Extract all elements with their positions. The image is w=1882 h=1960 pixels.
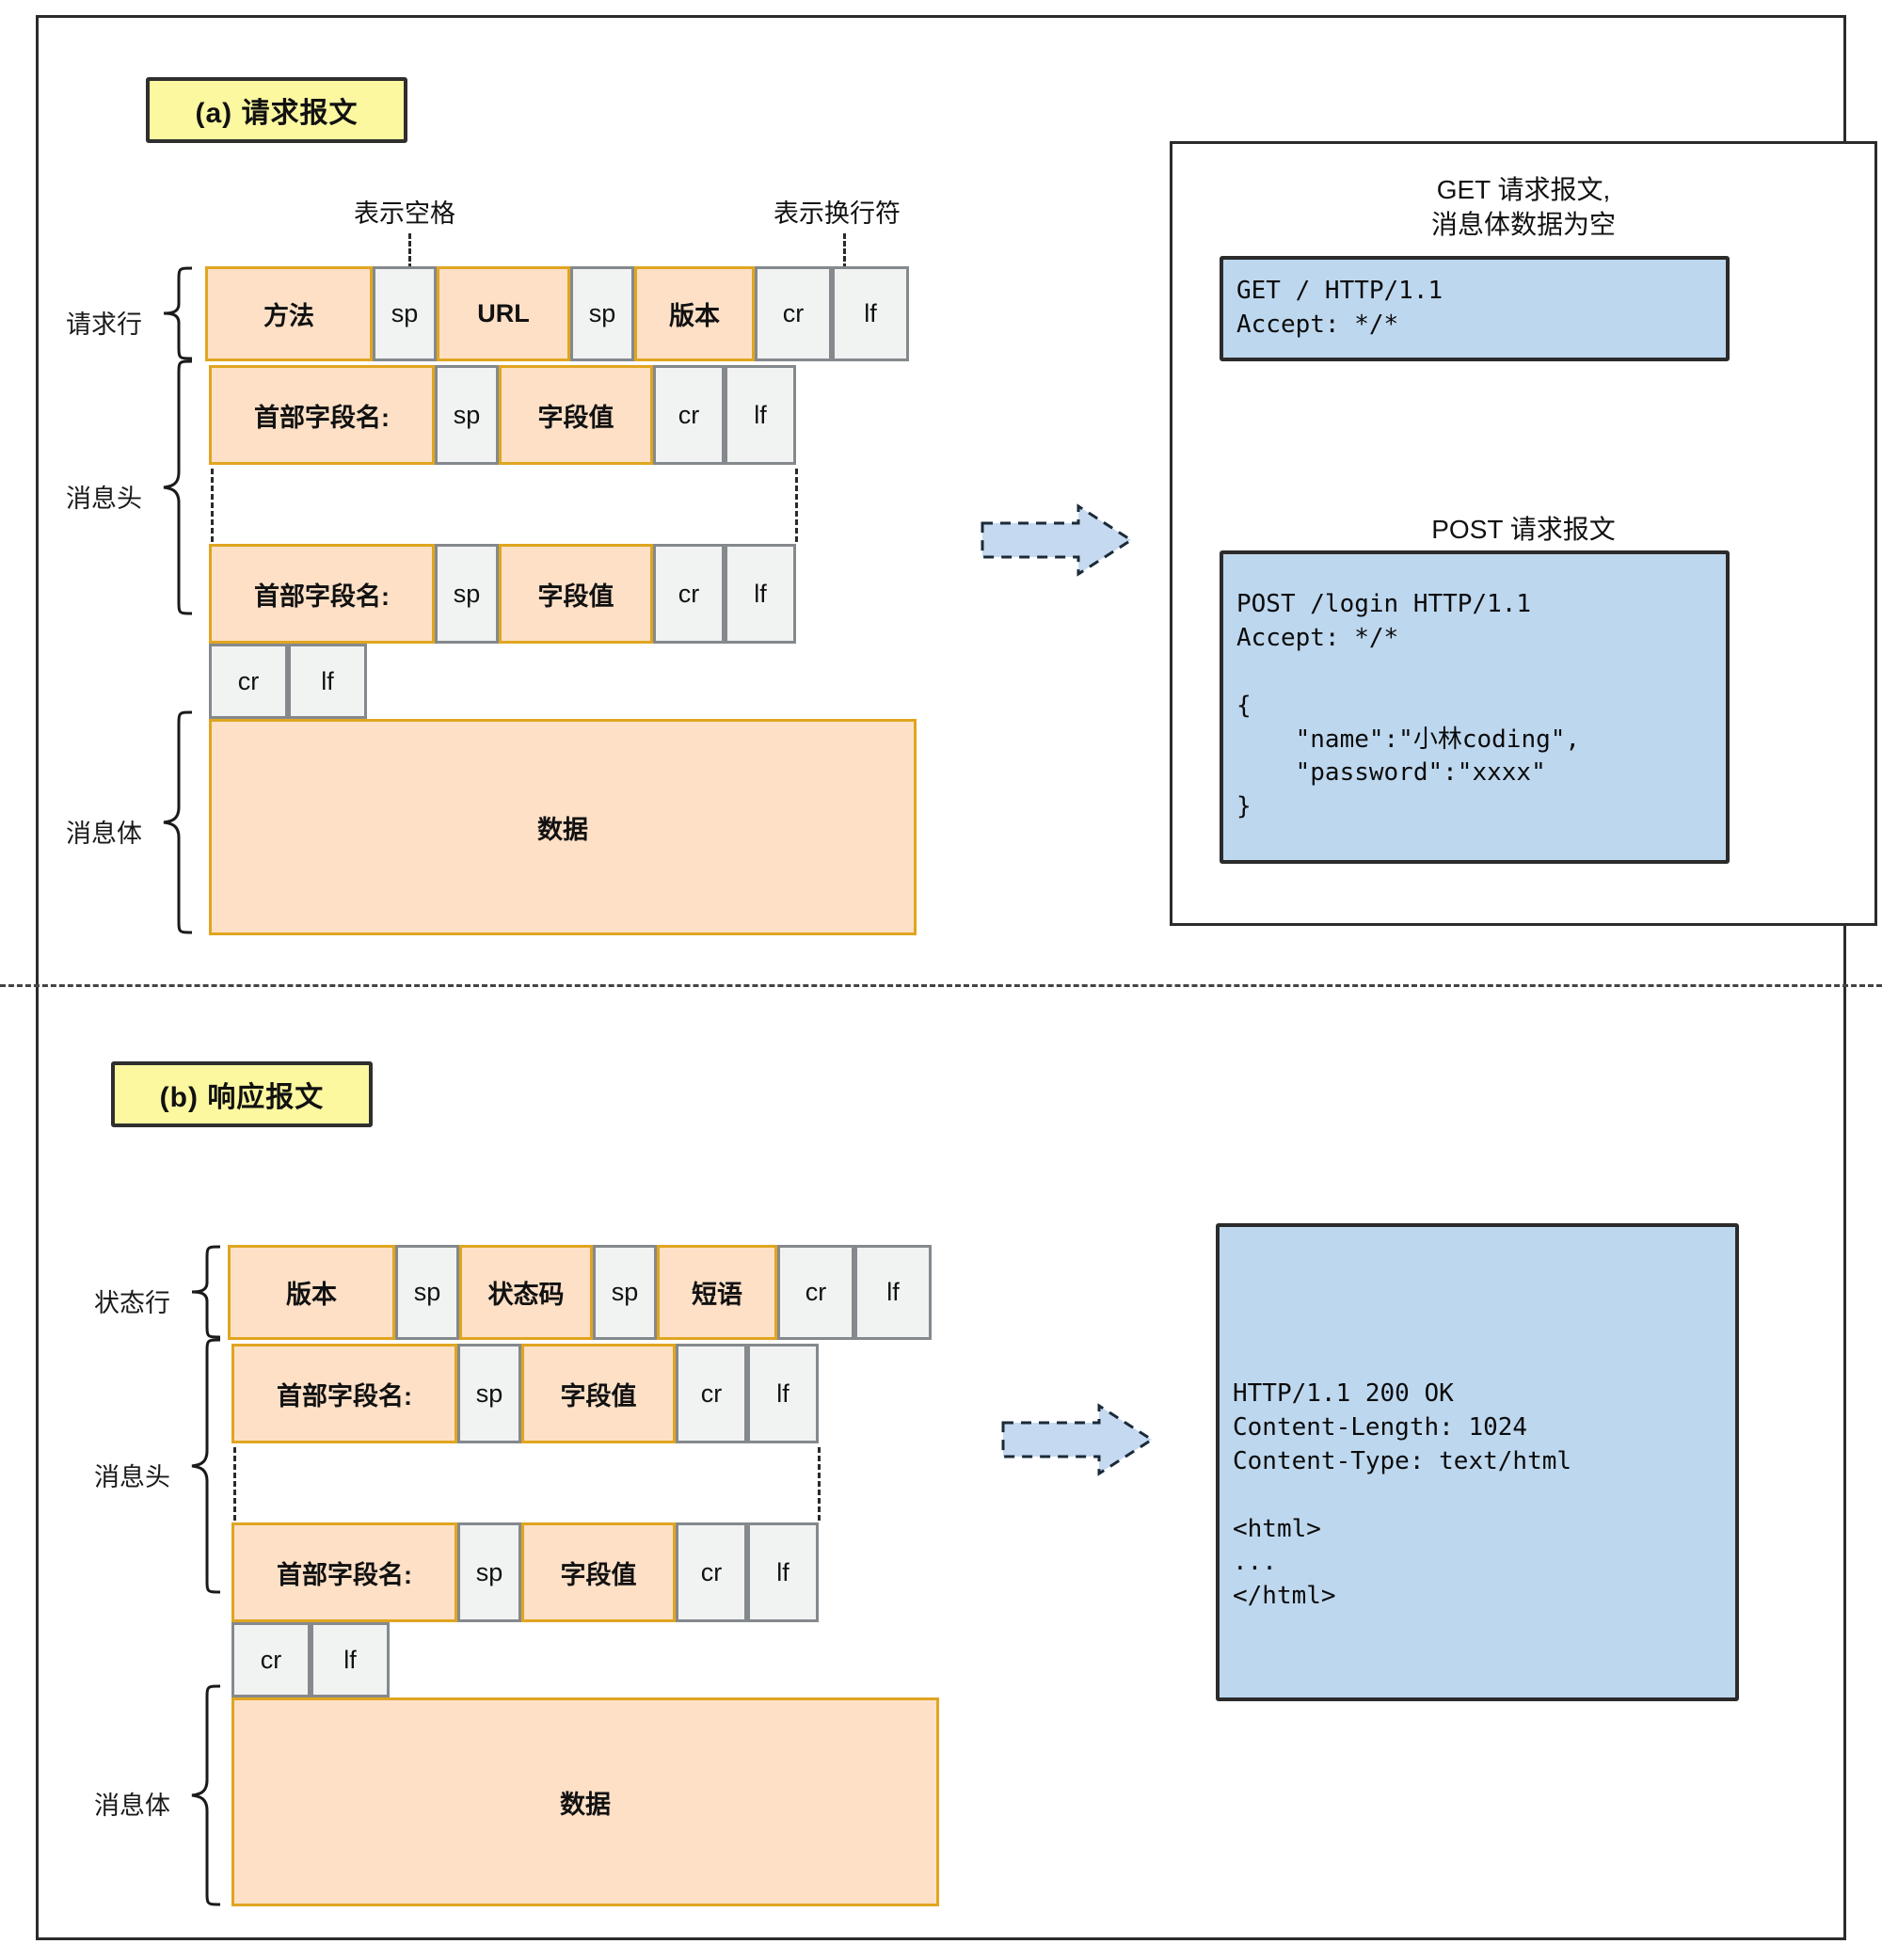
req-headers-ellipsis-right <box>795 469 798 542</box>
resp-cell-cr: cr <box>777 1245 854 1340</box>
resp-hdr1-cr: cr <box>676 1344 747 1443</box>
resp-headers-ellipsis-right <box>818 1447 821 1521</box>
req-cell-url: URL <box>437 266 570 361</box>
resp-hdr2-value: 字段值 <box>521 1522 676 1622</box>
req-hdr1-lf: lf <box>725 365 796 465</box>
req-headers-ellipsis-left <box>211 469 214 542</box>
resp-cell-sp2: sp <box>593 1245 657 1340</box>
req-hdr2-value: 字段值 <box>499 544 653 644</box>
req-hdr1-name: 首部字段名: <box>209 365 435 465</box>
resp-hdr1-name: 首部字段名: <box>231 1344 457 1443</box>
label-status-line: 状态行 <box>94 1289 170 1317</box>
get-example-title: GET 请求报文, 消息体数据为空 <box>1430 175 1616 239</box>
flow-arrow-response <box>1001 1403 1155 1476</box>
get-example-code: GET / HTTP/1.1 Accept: */* <box>1220 256 1730 361</box>
req-blank-lf: lf <box>288 644 367 719</box>
req-body-data: 数据 <box>209 719 917 935</box>
req-cell-sp2: sp <box>570 266 634 361</box>
req-hdr1-value: 字段值 <box>499 365 653 465</box>
resp-hdr2-lf: lf <box>747 1522 819 1622</box>
response-example-code: HTTP/1.1 200 OK Content-Length: 1024 Con… <box>1216 1223 1739 1701</box>
req-hdr2-cr: cr <box>653 544 725 644</box>
resp-blank-lf: lf <box>311 1622 390 1697</box>
resp-hdr1-value: 字段值 <box>521 1344 676 1443</box>
label-request-line: 请求行 <box>66 311 142 339</box>
req-cell-method: 方法 <box>205 266 373 361</box>
req-hdr2-name: 首部字段名: <box>209 544 435 644</box>
req-cell-cr: cr <box>755 266 832 361</box>
resp-cell-lf: lf <box>854 1245 932 1340</box>
resp-blank-cr: cr <box>231 1622 311 1697</box>
callout-sp-label: 表示空格 <box>354 199 455 228</box>
callout-crlf-leader <box>843 233 846 269</box>
resp-cell-sp1: sp <box>395 1245 459 1340</box>
callout-sp-leader <box>408 233 411 269</box>
resp-cell-phrase: 短语 <box>657 1245 777 1340</box>
resp-cell-status: 状态码 <box>459 1245 593 1340</box>
resp-hdr1-sp: sp <box>457 1344 521 1443</box>
post-example-code: POST /login HTTP/1.1 Accept: */* { "name… <box>1220 550 1730 864</box>
req-blank-cr: cr <box>209 644 288 719</box>
req-hdr2-sp: sp <box>435 544 499 644</box>
label-response-headers: 消息头 <box>94 1463 170 1491</box>
brace-request-headers <box>163 359 193 615</box>
label-request-headers: 消息头 <box>66 485 142 513</box>
brace-response-headers <box>191 1338 221 1594</box>
caption-response: (b) 响应报文 <box>111 1061 373 1127</box>
resp-hdr2-sp: sp <box>457 1522 521 1622</box>
section-divider <box>0 984 1882 987</box>
req-hdr1-cr: cr <box>653 365 725 465</box>
brace-request-line <box>163 266 193 360</box>
resp-hdr1-lf: lf <box>747 1344 819 1443</box>
req-cell-lf: lf <box>832 266 909 361</box>
caption-request: (a) 请求报文 <box>146 77 407 143</box>
resp-headers-ellipsis-left <box>233 1447 236 1521</box>
resp-hdr2-cr: cr <box>676 1522 747 1622</box>
label-response-body: 消息体 <box>94 1792 170 1820</box>
brace-response-body <box>191 1684 221 1906</box>
label-request-body: 消息体 <box>66 820 142 848</box>
resp-cell-version: 版本 <box>228 1245 395 1340</box>
brace-status-line <box>191 1245 221 1339</box>
req-cell-sp1: sp <box>373 266 437 361</box>
resp-hdr2-name: 首部字段名: <box>231 1522 457 1622</box>
flow-arrow-request <box>981 503 1134 577</box>
post-example-title: POST 请求报文 <box>1431 515 1616 544</box>
req-hdr2-lf: lf <box>725 544 796 644</box>
req-hdr1-sp: sp <box>435 365 499 465</box>
callout-crlf-label: 表示换行符 <box>774 199 901 228</box>
resp-body-data: 数据 <box>231 1697 939 1906</box>
brace-request-body <box>163 710 193 934</box>
req-cell-version: 版本 <box>634 266 755 361</box>
